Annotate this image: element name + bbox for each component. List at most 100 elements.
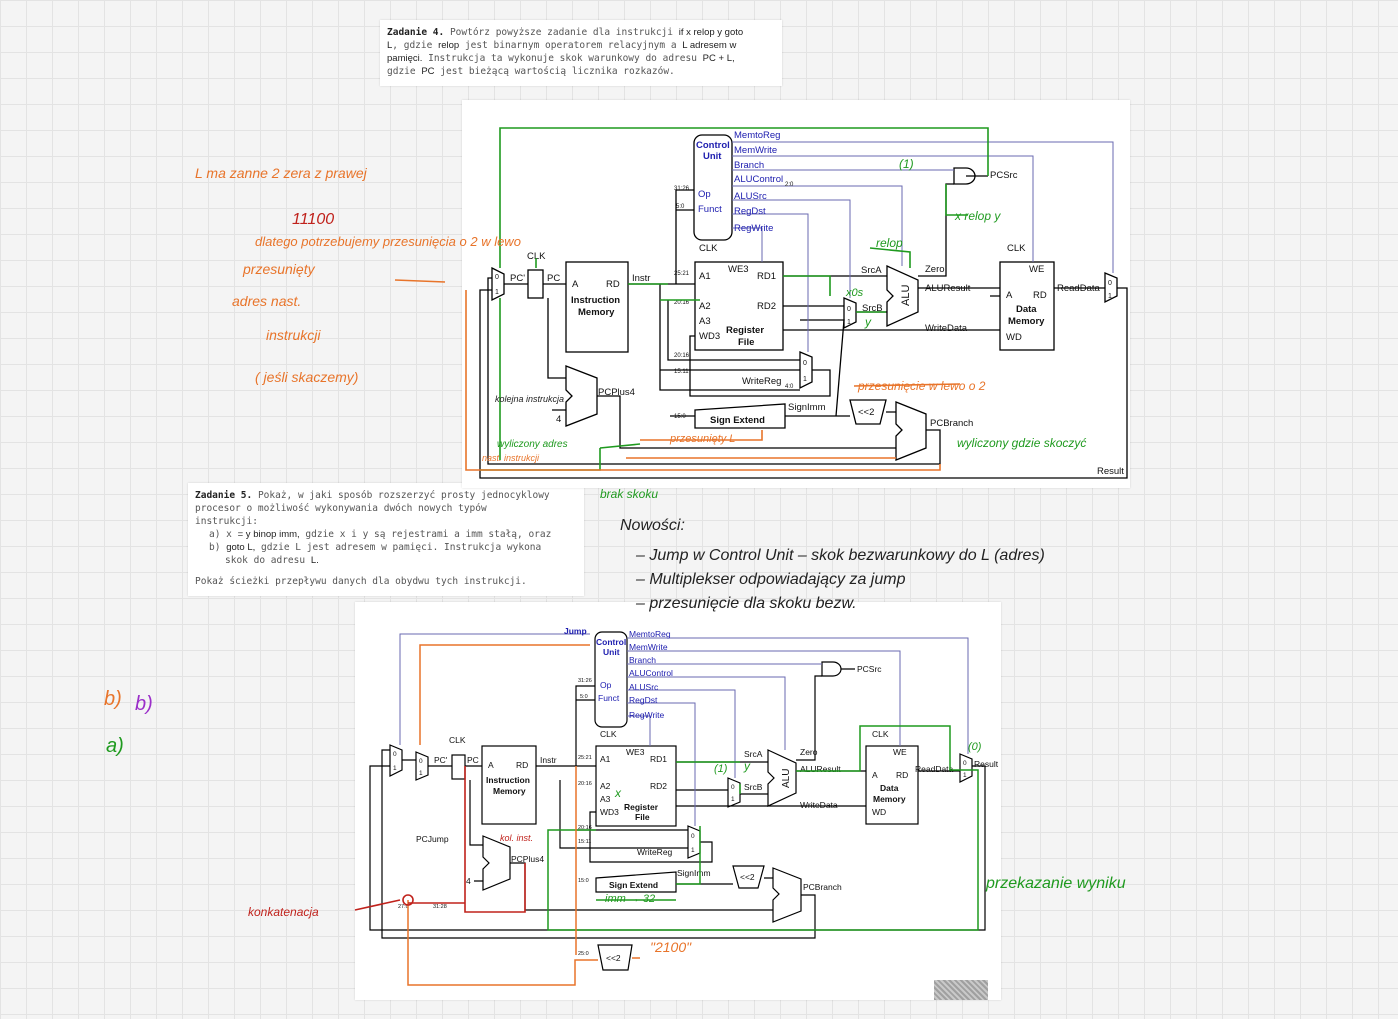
b-dmem-2: Memory: [873, 794, 906, 804]
note-binary: 11100: [292, 211, 334, 228]
b-rf-1: Register: [624, 802, 659, 812]
note-xrelopy: x relop y: [954, 209, 1001, 223]
note-n3: – przesunięcie dla skoku bezw.: [635, 595, 857, 612]
note-g1-bottom: (1): [714, 763, 728, 775]
srcbmux-0: 0: [847, 306, 851, 313]
bits-2521: 25:21: [674, 271, 690, 277]
note-brak-skoku: brak skoku: [600, 487, 658, 501]
bits-2016b: 20:16: [674, 353, 690, 359]
b-srcb: SrcB: [744, 782, 763, 792]
b-rmux-1: 1: [963, 772, 967, 779]
b-instruction-memory: [481, 745, 537, 825]
task5-card: Zadanie 5. Pokaż, w jaki sposób rozszerz…: [188, 483, 584, 596]
b-dmem-rd: RD: [896, 770, 908, 780]
handwriting-bottom: b) b) a) konkatenacja kol. inst. (1) y x…: [104, 688, 1126, 955]
b-imem-rd: RD: [516, 760, 528, 770]
b-dmem-a: A: [872, 770, 878, 780]
bottom-control-signals: [399, 633, 969, 826]
b-signimm: SignImm: [677, 868, 711, 878]
b-rf-rd2: RD2: [650, 781, 667, 791]
pc-register: [527, 269, 544, 299]
b-control-2: Unit: [603, 647, 620, 657]
zero-label: Zero: [925, 264, 945, 275]
note-instrukcji: instrukcji: [266, 327, 321, 343]
bottom-orange-paths: [407, 644, 640, 986]
dmem-name-2: Memory: [1008, 316, 1045, 327]
wrmux-0: 0: [803, 360, 807, 367]
task5-item-b-cont: skok do adresu L.: [225, 555, 319, 566]
note-przesuwanie: przesunięcie w lewo o 2: [857, 379, 986, 393]
b-sig-regwrite: RegWrite: [629, 710, 665, 720]
b-alu-label: ALU: [781, 769, 792, 788]
b-imem-1: Instruction: [486, 775, 530, 785]
b-smux-0: 0: [731, 784, 735, 791]
b-pc-mux: [415, 751, 429, 781]
pc-label: PC: [547, 273, 560, 284]
b-control-unit: [594, 631, 628, 728]
signal-branch: Branch: [734, 160, 764, 171]
note-g1: (1): [899, 157, 914, 171]
note-nowosci: Nowości:: [620, 517, 685, 534]
note-relop: relop: [876, 236, 903, 250]
signimm-label: SignImm: [788, 402, 826, 413]
b-rf-rd1: RD1: [650, 754, 667, 764]
instruction-memory: [565, 261, 629, 353]
note-x-bottom: x: [614, 786, 622, 800]
imem-name-2: Memory: [578, 307, 615, 318]
b-writedata: WriteData: [800, 800, 838, 810]
pcplus4-adder: [565, 365, 598, 427]
note-przesuniety: przesunięty: [242, 261, 316, 277]
task5-item-b: b) goto L, gdzie L jest adresem w pamięc…: [209, 542, 542, 553]
top-control-signals: [732, 141, 1114, 352]
b-sig-memwrite: MemWrite: [629, 642, 668, 652]
b-pmux-0: 0: [419, 758, 423, 765]
note-b-purple: b): [135, 693, 153, 715]
top-orange-paths: [394, 279, 961, 471]
signal-memtoreg: MemtoReg: [734, 130, 780, 141]
b-control-1: Control: [596, 637, 626, 647]
alu-label: ALU: [900, 285, 912, 306]
srcbmux-1: 1: [847, 319, 851, 326]
signal-memwrite: MemWrite: [734, 145, 777, 156]
b-rf-wd3: WD3: [600, 807, 619, 817]
note-y: y: [864, 315, 872, 329]
resmux-0: 0: [1108, 280, 1112, 287]
b-op: Op: [600, 680, 612, 690]
task4-card: Zadanie 4. Powtórz powyższe zadanie dla …: [380, 20, 782, 86]
task5-line1: Zadanie 5. Pokaż, w jaki sposób rozszerz…: [195, 490, 550, 501]
sign-extend-box: [694, 403, 786, 429]
note-x0s: x0s: [845, 287, 864, 299]
b-rf-a2: A2: [600, 781, 611, 791]
b-signext: Sign Extend: [609, 880, 658, 890]
b-pc-prime: PC': [434, 755, 448, 765]
note-n2: – Multiplekser odpowiadający za jump: [635, 571, 906, 588]
b-four: 4: [466, 876, 471, 886]
b-pcsrc: PCSrc: [857, 664, 882, 674]
writereg-label: WriteReg: [742, 376, 781, 387]
pcbranch-adder: [895, 401, 927, 461]
imem-a: A: [572, 279, 579, 290]
note-wyliczony-adres: wyliczony adres: [497, 439, 568, 450]
aluresult-label: ALUResult: [925, 283, 971, 294]
task5-line2: procesor o możliwość wykonywania dwóch n…: [195, 503, 487, 514]
signext-label: Sign Extend: [710, 415, 765, 426]
result-label: Result: [1097, 466, 1124, 477]
bottom-green-paths: [547, 725, 979, 931]
writereg-bits: 4:0: [785, 384, 794, 390]
b-jmux-1: 1: [393, 765, 397, 772]
pcmux-1: 1: [495, 289, 499, 296]
task4-line1: Zadanie 4. Powtórz powyższe zadanie dla …: [387, 27, 744, 38]
srcb-label: SrcB: [862, 303, 883, 314]
result-mux: [1104, 272, 1118, 304]
note-konkatenacja: konkatenacja: [248, 905, 319, 919]
b-shift: <<2: [740, 872, 755, 882]
bits-1511: 15:11: [674, 369, 689, 375]
b-rf-we3: WE3: [626, 747, 645, 757]
b-pcplus4: PCPlus4: [511, 854, 544, 864]
b-result-mux: [959, 753, 973, 783]
b-result: Result: [974, 759, 999, 769]
b-bits-1511: 15:11: [578, 839, 591, 845]
bottom-red-paths: [354, 766, 526, 913]
b-sig-alusrc: ALUSrc: [629, 682, 659, 692]
b-jmux-0: 0: [393, 751, 397, 758]
